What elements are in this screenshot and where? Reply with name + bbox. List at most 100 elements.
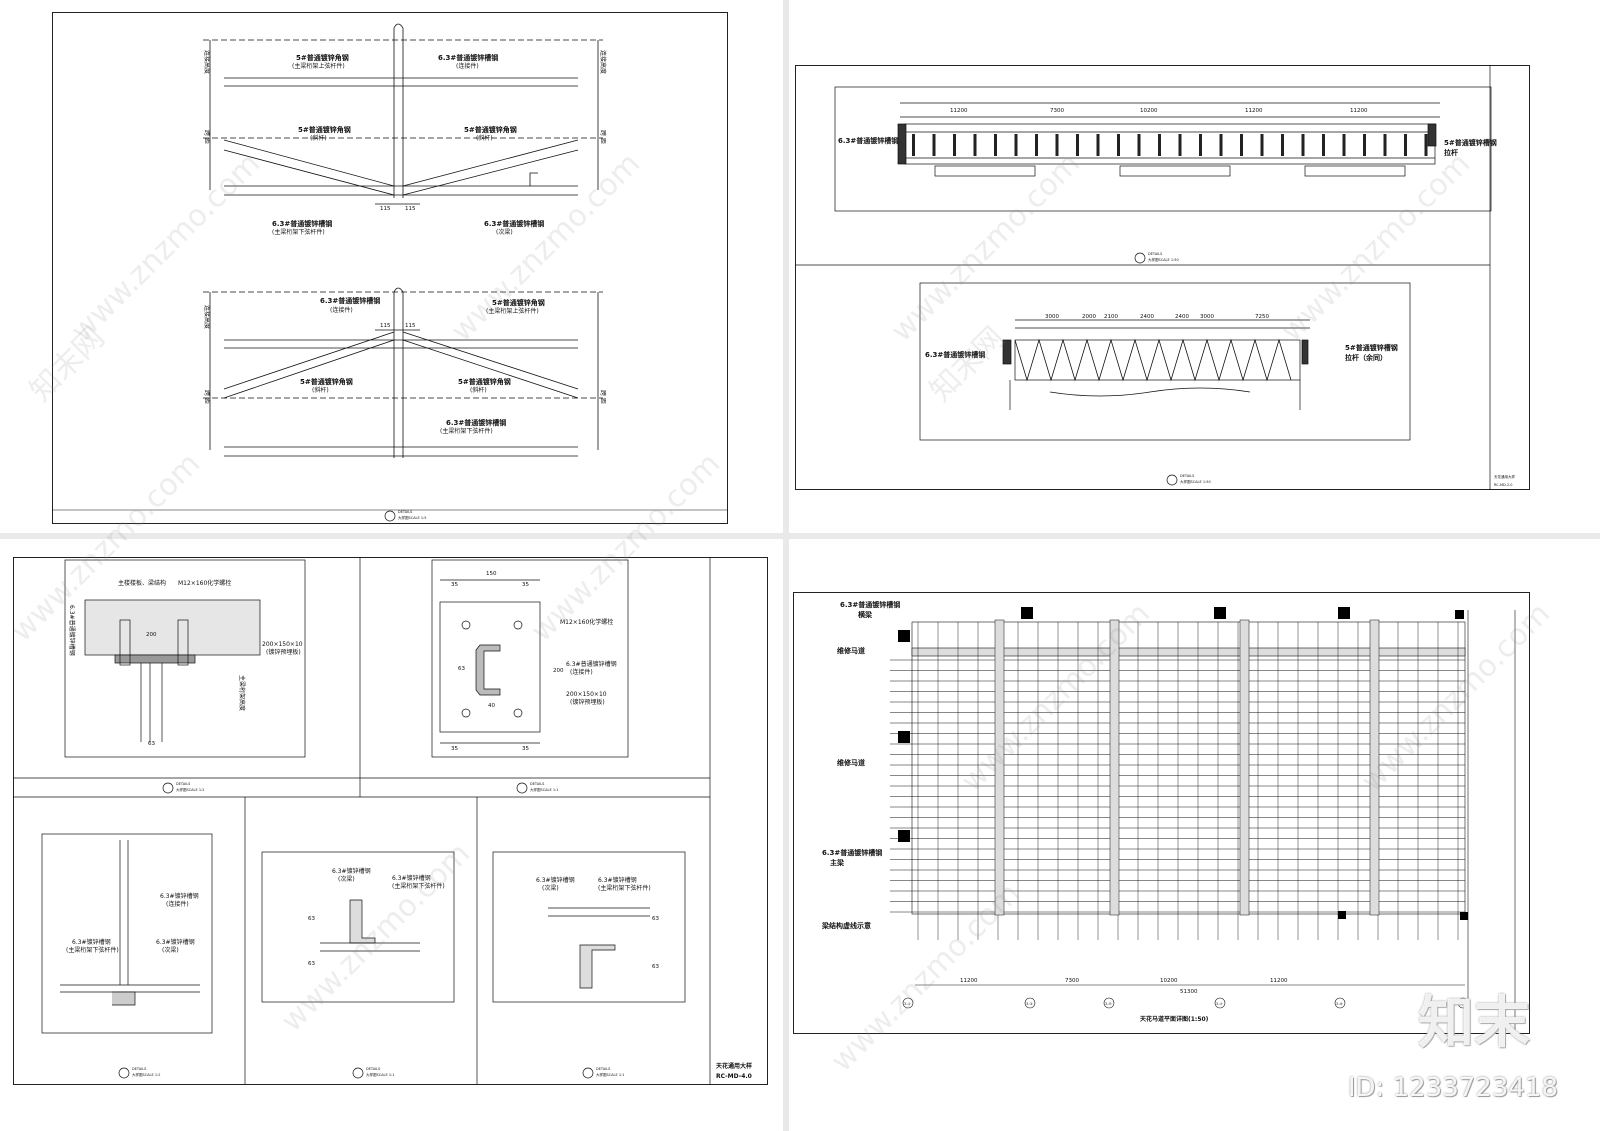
sheet-elevations (795, 65, 1530, 490)
p1-t1: 主楼楼板、梁结构 (118, 579, 166, 587)
label-bottom-left-note: (主梁桁架下弦杆件) (272, 228, 325, 236)
tr-ldim-4: 2400 (1140, 314, 1154, 320)
bl-footer-1: DETAILS (176, 782, 191, 786)
lower-dim-b: 115 (405, 323, 416, 329)
side-right-top: 连接高度 (599, 50, 607, 74)
p2-d35a: 35 (451, 582, 458, 588)
dim-115-a: 115 (380, 206, 391, 212)
post (1404, 134, 1407, 156)
column-square (1338, 607, 1350, 619)
post (1137, 134, 1141, 156)
sheet-gap-horizontal (0, 533, 1600, 539)
label-diag-right: 5#普通镀锌角钢 (464, 125, 517, 134)
truss-web (1014, 338, 1292, 382)
lower-dim-a: 115 (380, 323, 391, 329)
axis-bubble (902, 997, 914, 1009)
lower-side-left-top: 连接高度 (203, 305, 211, 329)
p1-t2: M12×160化学螺栓 (178, 579, 231, 587)
br-l5-b: 主梁 (830, 858, 845, 867)
bl-footer-3-scale: 大样图SCALE 1:2 (132, 1072, 160, 1077)
post (1055, 134, 1059, 156)
bl-code: RC-MD-4.0 (716, 1073, 752, 1080)
tr-dim-2: 7300 (1050, 108, 1064, 114)
tr-ldim-6: 3000 (1200, 314, 1214, 320)
lower-top-left: 6.3#普通镀锌槽钢 (320, 296, 380, 305)
elevation-posts (912, 134, 1428, 156)
br-title: 天花马道平面详图(1:50) (1140, 1015, 1209, 1023)
label-bottom-right: 6.3#普通镀锌槽钢 (484, 219, 544, 228)
p2-plate: 200×150×10 (566, 691, 607, 698)
axis-label: 3-① (904, 1002, 911, 1006)
label-top-chord: 6.3#普通镀锌槽钢 (438, 53, 498, 62)
br-l3: 维修马道 (837, 758, 865, 767)
p1-side2: 6.3#普通镀锌槽钢 (68, 605, 76, 656)
label-diag-left-note: (斜杆) (310, 134, 327, 142)
post (1342, 134, 1346, 156)
p1-plate: 200×150×10 (262, 641, 303, 648)
lower-side-right-mid: 跨 距 (599, 390, 607, 404)
tr-ldim-7: 7250 (1255, 314, 1269, 320)
br-l5: 梁结构虚线示意 (821, 921, 871, 930)
label-angle-top-note: (主梁桁架上弦杆件) (292, 62, 345, 70)
column-square (1214, 607, 1226, 619)
lower-diag-left: 5#普通镀锌角钢 (300, 377, 353, 386)
axis-label: 3-③ (1026, 1002, 1033, 1006)
tr-footer-a-scale: 大样图SCALE 1:50 (1148, 257, 1179, 262)
tr-dim-1: 11200 (950, 108, 968, 114)
label-top-chord-note: (连接件) (456, 62, 479, 70)
p2-top-dim: 150 (486, 571, 497, 577)
side-left-top: 连接高度 (203, 50, 211, 74)
bl-footer-4: DETAILS (366, 1067, 381, 1071)
truss-zigzag (1014, 338, 1292, 382)
p3-t1n: (连接件) (166, 900, 189, 908)
lower-side-left-mid: 跨 距 (203, 390, 211, 404)
tr-ldim-1: 3000 (1045, 314, 1059, 320)
tr-dim-3: 10200 (1140, 108, 1158, 114)
lower-diag-right-note: (斜杆) (470, 386, 487, 394)
footer-scale: 大样图SCALE 1:5 (398, 515, 426, 520)
p2-chan: 6.3#普通镀锌槽钢 (566, 660, 617, 668)
p4-t1: 6.3#镀锌槽钢 (332, 867, 371, 875)
p1-side: 主梁桁架高度 (238, 675, 246, 711)
label-bottom-left: 6.3#普通镀锌槽钢 (272, 219, 332, 228)
lower-top-right: 5#普通镀锌角钢 (492, 298, 545, 307)
axis-label: 3-⑪ (1459, 1001, 1466, 1006)
bl-footer-1-scale: 大样图SCALE 1:2 (176, 787, 204, 792)
post (912, 134, 915, 156)
p5-d2: 63 (652, 964, 659, 970)
axis-bubble (1334, 997, 1346, 1009)
p5-t1: 6.3#镀锌槽钢 (536, 876, 575, 884)
p2-bolt: M12×160化学螺栓 (560, 618, 613, 626)
p2-w: 40 (488, 703, 495, 709)
tr-ldim-2: 2000 (1082, 314, 1096, 320)
p5-t2n: (主梁桁架下弦杆件) (598, 884, 651, 892)
p2-chan-note: (连接件) (570, 668, 593, 676)
br-total: 51300 (1180, 989, 1198, 995)
br-l2: 维修马道 (837, 646, 865, 655)
post (1158, 134, 1161, 156)
catwalk-strip (994, 619, 1005, 916)
bl-footer-2: DETAILS (530, 782, 545, 786)
tr-footer-b: DETAILS (1180, 474, 1195, 478)
p5-t2: 6.3#镀锌槽钢 (598, 876, 637, 884)
p4-t1n: (次梁) (338, 875, 355, 883)
p2-c: 63 (458, 666, 465, 672)
p4-d2: 63 (308, 961, 315, 967)
post (932, 134, 936, 156)
sheet-gap-vertical (783, 0, 789, 1131)
post (953, 134, 956, 156)
p3-t3n: (次梁) (162, 946, 179, 954)
post (1076, 134, 1079, 156)
sheet-catwalk-plan (793, 592, 1530, 1034)
p3-t1: 6.3#镀锌槽钢 (160, 892, 199, 900)
p2-d35b: 35 (522, 582, 529, 588)
post (1199, 134, 1202, 156)
post (994, 134, 997, 156)
side-right-mid: 跨 距 (599, 130, 607, 144)
column-square (1460, 912, 1468, 920)
p4-d1: 63 (308, 916, 315, 922)
footer-details: DETAILS (398, 510, 413, 514)
